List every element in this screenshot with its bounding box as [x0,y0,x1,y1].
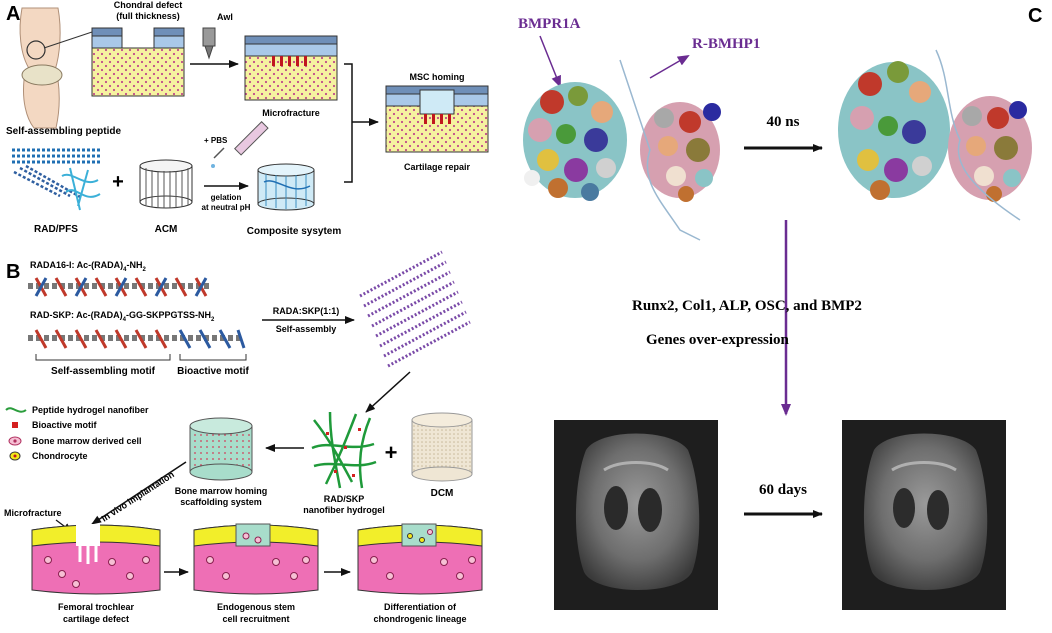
arrow-bmpr1a-pointer [539,35,561,88]
microfracture-block [244,35,338,101]
xray-after [842,420,1006,610]
plus-pbs-label: + PBS [204,136,228,145]
legend-bioactive-swatch [12,422,18,428]
step2-label-2: cell recruitment [222,614,289,624]
neutral-ph-label: at neutral pH [202,203,251,212]
acm-label: ACM [155,224,178,235]
rada16-label: RADA16-I: Ac-(RADA)4-NH2 [30,260,147,273]
protein-complex-after [838,49,1032,221]
step1-label-1: Femoral trochlear [58,602,135,612]
full-thickness-label: (full thickness) [116,11,180,21]
step3-label-2: chondrogenic lineage [373,614,466,624]
acm-cylinder [139,159,193,209]
arrow-to-hydrogel [365,371,411,413]
in-vivo-label: In vivo implantation [100,469,176,523]
dcm-cylinder [411,412,473,482]
panel-b-legend [5,407,27,461]
hydrogel-mesh [311,411,377,489]
composite-cylinder [257,163,315,211]
scaffold-label-2: scaffolding system [180,497,262,507]
step3-label-1: Differentiation of [384,602,457,612]
cartilage-section-3 [357,523,483,595]
xray-before [554,420,718,610]
arrow-r-bmhp1-pointer [649,54,690,79]
self-assembling-bracket [35,354,171,361]
arrow-in-vivo [91,461,187,525]
legend-nanofiber-swatch [5,407,27,413]
ratio-label: RADA:SKP(1:1) [273,306,340,316]
nanostructure-array [359,250,471,368]
r-bmhp1-label: R-BMHP1 [692,36,760,52]
self-assembly-label: Self-assembly [276,324,337,334]
legend-nanofiber-label: Peptide hydrogel nanofiber [32,405,149,415]
legend-bioactive-label: Bioactive motif [32,420,98,430]
time-60days-label: 60 days [759,482,807,498]
gelation-label: gelation [211,193,242,202]
plus-sign-b: + [385,440,398,465]
scaffold-label-1: Bone marrow homing [175,486,268,496]
msc-homing-label: MSC homing [410,72,465,82]
microfracture-label: Microfracture [262,108,320,118]
legend-chondrocyte-label: Chondrocyte [32,451,88,461]
rad-skp-label: RAD-SKP: Ac-(RADA)4-GG-SKPPGTSS-NH2 [30,310,215,323]
rad-pfs-fibers [12,148,101,211]
step2-label-1: Endogenous stem [217,602,295,612]
rad-skp-molecule [28,329,246,349]
time-40ns-label: 40 ns [767,114,800,130]
self-assembling-peptide-label: Self-assembling peptide [6,126,121,137]
bioactive-bracket [179,354,247,361]
step1-label-2: cartilage defect [63,614,129,624]
syringe [211,121,269,168]
knee-callout-line [43,31,93,49]
microfracture-b-label: Microfracture [4,508,62,518]
merge-bracket [344,63,353,183]
rad-pfs-label: RAD/PFS [34,224,78,235]
cartilage-repair-block [385,85,489,153]
knee-illustration [19,7,63,129]
cartilage-section-2 [193,523,319,595]
genes-line-1: Runx2, Col1, ALP, OSC, and BMP2 [632,298,862,314]
hydrogel-label-1: RAD/SKP [324,494,365,504]
dcm-label: DCM [431,488,454,499]
composite-system-label: Composite sysytem [247,226,342,237]
rada16-molecule [28,277,210,297]
cartilage-repair-label: Cartilage repair [404,162,471,172]
chondral-defect-block [91,27,185,97]
panel-a-label: A [6,3,20,25]
awl-label: Awl [217,12,233,22]
self-assembling-motif-label: Self-assembling motif [51,366,156,377]
chondral-defect-label: Chondral defect [114,0,183,10]
scaffold-cylinder [189,417,253,481]
awl-tool [202,27,216,60]
legend-bone-marrow-label: Bone marrow derived cell [32,436,142,446]
hydrogel-label-2: nanofiber hydrogel [303,505,385,515]
protein-complex-before [523,59,721,241]
genes-line-2: Genes over-expression [646,332,790,348]
plus-sign-a: + [112,171,124,193]
bioactive-motif-label: Bioactive motif [177,366,249,377]
panel-c-label: C [1028,5,1042,27]
cartilage-section-1 [31,524,161,595]
bmpr1a-label: BMPR1A [518,16,581,32]
panel-b-label: B [6,261,20,283]
